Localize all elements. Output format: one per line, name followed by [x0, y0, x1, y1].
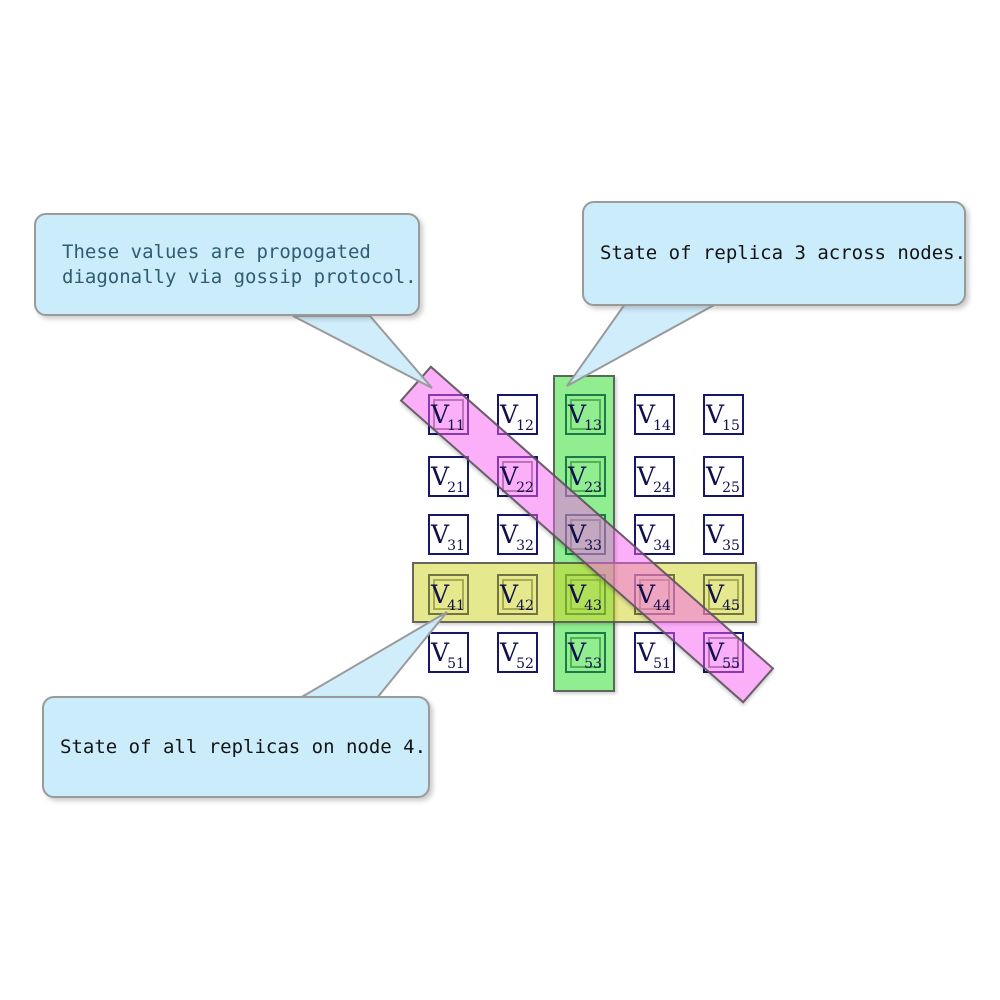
cell-label: V53: [568, 637, 602, 672]
matrix-cell-r2c1: V21: [427, 455, 469, 497]
cell-subscript: 33: [584, 537, 602, 554]
cell-subscript: 35: [722, 537, 740, 554]
callout-node4-note: State of all replicas on node 4.: [42, 696, 430, 798]
cell-subscript: 23: [584, 479, 602, 496]
cell-label: V33: [568, 519, 602, 554]
cell-label: V45: [706, 579, 740, 614]
cell-subscript: 34: [653, 537, 671, 554]
cell-label: V11: [431, 399, 465, 434]
cell-label: V24: [637, 461, 671, 496]
cell-subscript: 13: [584, 417, 602, 434]
matrix-cell-r3c4: V34: [633, 513, 675, 555]
gossip-note-tail: [292, 315, 433, 389]
matrix-cell-r5c2: V52: [496, 631, 538, 673]
cell-label: V21: [431, 461, 465, 496]
cell-subscript: 45: [722, 597, 740, 614]
matrix-cell-r3c2: V32: [496, 513, 538, 555]
matrix-cell-r3c1: V31: [427, 513, 469, 555]
matrix-cell-r2c4: V24: [633, 455, 675, 497]
cell-subscript: 32: [516, 537, 534, 554]
cell-subscript: 25: [722, 479, 740, 496]
cell-subscript: 22: [516, 479, 534, 496]
cell-label: V13: [568, 399, 602, 434]
cell-label: V41: [431, 579, 465, 614]
callout-gossip-line2: diagonally via gossip protocol.: [62, 265, 417, 288]
replica3-note-tail: [566, 303, 717, 387]
matrix-cell-r1c5: V15: [702, 393, 744, 435]
cell-subscript: 55: [722, 655, 740, 672]
cell-label: V34: [637, 519, 671, 554]
cell-subscript: 12: [516, 417, 534, 434]
cell-subscript: 43: [584, 597, 602, 614]
cell-label: V25: [706, 461, 740, 496]
cell-subscript: 15: [722, 417, 740, 434]
matrix-cell-r5c5: V55: [702, 631, 744, 673]
matrix-cell-r1c2: V12: [496, 393, 538, 435]
callout-replica3-line1: State of replica 3 across nodes.: [600, 242, 967, 264]
cell-label: V51: [431, 637, 465, 672]
cell-label: V23: [568, 461, 602, 496]
cell-label: V12: [500, 399, 534, 434]
cell-label: V32: [500, 519, 534, 554]
callout-gossip-line1: These values are propogated: [62, 240, 371, 263]
matrix-cell-r2c5: V25: [702, 455, 744, 497]
cell-subscript: 44: [653, 597, 671, 614]
cell-label: V55: [706, 637, 740, 672]
cell-subscript: 21: [447, 479, 465, 496]
cell-subscript: 41: [447, 597, 465, 614]
cell-label: V35: [706, 519, 740, 554]
matrix-cell-r1c4: V14: [633, 393, 675, 435]
cell-label: V43: [568, 579, 602, 614]
cell-label: V31: [431, 519, 465, 554]
matrix-cell-r5c1: V51: [427, 631, 469, 673]
cell-subscript: 11: [447, 417, 465, 434]
callout-node4-line1: State of all replicas on node 4.: [60, 735, 427, 758]
cell-subscript: 14: [653, 417, 671, 434]
cell-label: V22: [500, 461, 534, 496]
cell-subscript: 53: [584, 655, 602, 672]
cell-label: V52: [500, 637, 534, 672]
matrix-cell-r5c4: V51: [633, 631, 675, 673]
callout-replica3-note: State of replica 3 across nodes.: [582, 201, 966, 306]
cell-subscript: 51: [447, 655, 465, 672]
callout-gossip-note: These values are propogated diagonally v…: [34, 213, 420, 316]
cell-label: V42: [500, 579, 534, 614]
node4-note-tail: [296, 611, 448, 699]
cell-label: V15: [706, 399, 740, 434]
cell-subscript: 31: [447, 537, 465, 554]
cell-label: V51: [637, 637, 671, 672]
cell-subscript: 52: [516, 655, 534, 672]
cell-subscript: 51: [653, 655, 671, 672]
cell-label: V44: [637, 579, 671, 614]
cell-subscript: 42: [516, 597, 534, 614]
cell-subscript: 24: [653, 479, 671, 496]
matrix-cell-r3c5: V35: [702, 513, 744, 555]
cell-label: V14: [637, 399, 671, 434]
